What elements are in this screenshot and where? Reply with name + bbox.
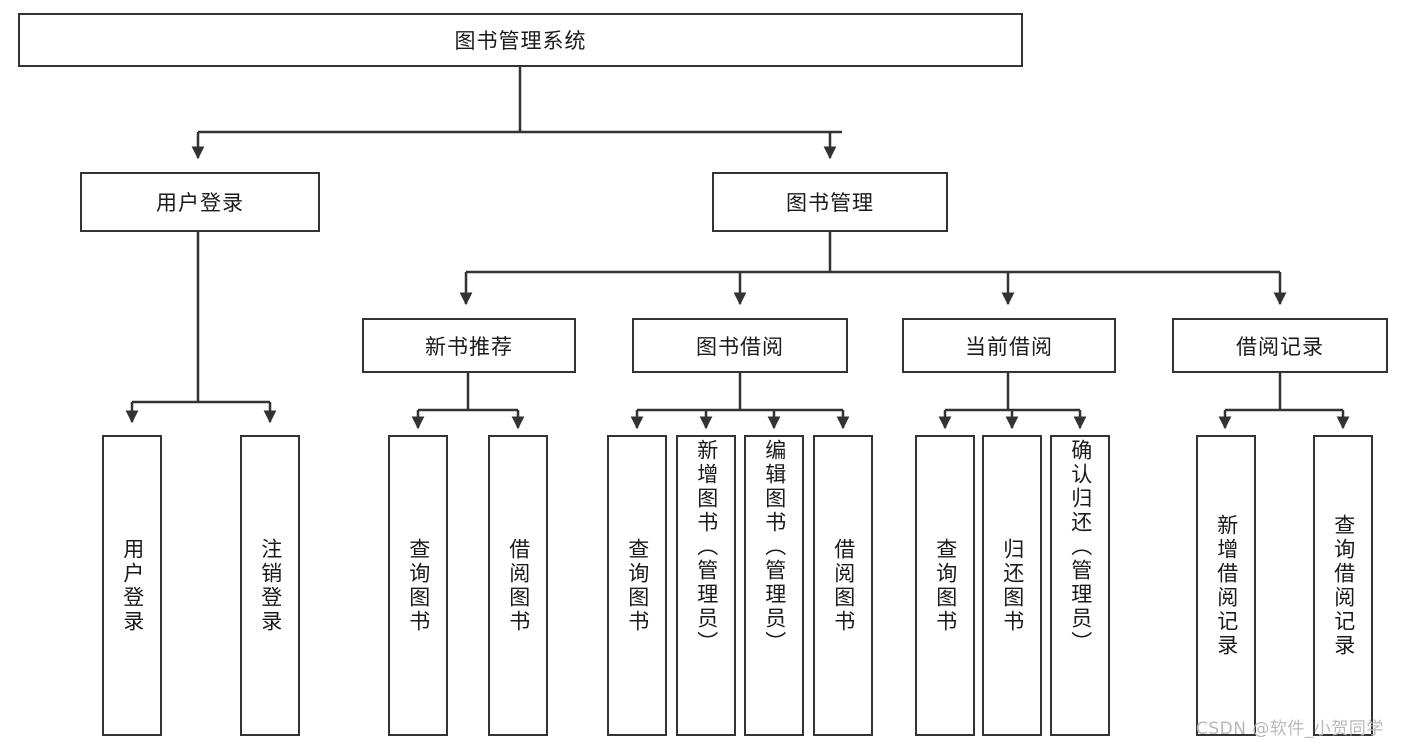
leaf-user-login[interactable]: 用户登录 [102, 435, 162, 736]
node-label: 借阅图书 [831, 537, 856, 634]
node-label: 用户登录 [156, 191, 244, 215]
node-label: 图书管理系统 [454, 29, 587, 53]
node-book-management[interactable]: 图书管理 [712, 172, 948, 232]
leaf-edit-book[interactable]: 编辑图书（管理员） [744, 435, 804, 736]
node-label: 新书推荐 [425, 334, 513, 359]
node-label: 查询图书 [625, 537, 650, 634]
node-current-borrow[interactable]: 当前借阅 [902, 318, 1116, 373]
node-label: 当前借阅 [965, 334, 1053, 359]
node-label: 查询图书 [406, 537, 431, 634]
leaf-query-book-borrow[interactable]: 查询图书 [607, 435, 667, 736]
node-book-borrow[interactable]: 图书借阅 [632, 318, 848, 373]
leaf-query-book-recommend[interactable]: 查询图书 [388, 435, 448, 736]
node-new-book-recommend[interactable]: 新书推荐 [362, 318, 576, 373]
node-label: 确认归还（管理员） [1068, 439, 1093, 655]
node-label: 图书借阅 [696, 334, 784, 359]
leaf-confirm-return[interactable]: 确认归还（管理员） [1050, 435, 1110, 736]
leaf-query-borrow-record[interactable]: 查询借阅记录 [1313, 435, 1373, 736]
leaf-add-book[interactable]: 新增图书（管理员） [676, 435, 736, 736]
node-label: 借阅记录 [1236, 334, 1324, 359]
node-label: 借阅图书 [506, 537, 531, 634]
leaf-query-book-current[interactable]: 查询图书 [915, 435, 975, 736]
node-label: 查询借阅记录 [1331, 513, 1356, 658]
leaf-return-book[interactable]: 归还图书 [982, 435, 1042, 736]
node-label: 查询图书 [933, 537, 958, 634]
leaf-borrow-book-borrow[interactable]: 借阅图书 [813, 435, 873, 736]
leaf-borrow-book-recommend[interactable]: 借阅图书 [488, 435, 548, 736]
csdn-watermark: CSDN @软件_小贺同学 [1196, 719, 1384, 739]
node-root-system[interactable]: 图书管理系统 [18, 13, 1023, 67]
leaf-add-borrow-record[interactable]: 新增借阅记录 [1196, 435, 1256, 736]
node-user-login[interactable]: 用户登录 [80, 172, 320, 232]
node-label: 归还图书 [1000, 537, 1025, 634]
node-label: 注销登录 [258, 537, 283, 634]
node-label: 新增图书（管理员） [694, 439, 719, 655]
node-borrow-record[interactable]: 借阅记录 [1172, 318, 1388, 373]
node-label: 新增借阅记录 [1214, 513, 1239, 658]
node-label: 图书管理 [786, 191, 874, 215]
leaf-user-logout[interactable]: 注销登录 [240, 435, 300, 736]
node-label: 编辑图书（管理员） [762, 439, 787, 655]
node-label: 用户登录 [120, 537, 145, 634]
